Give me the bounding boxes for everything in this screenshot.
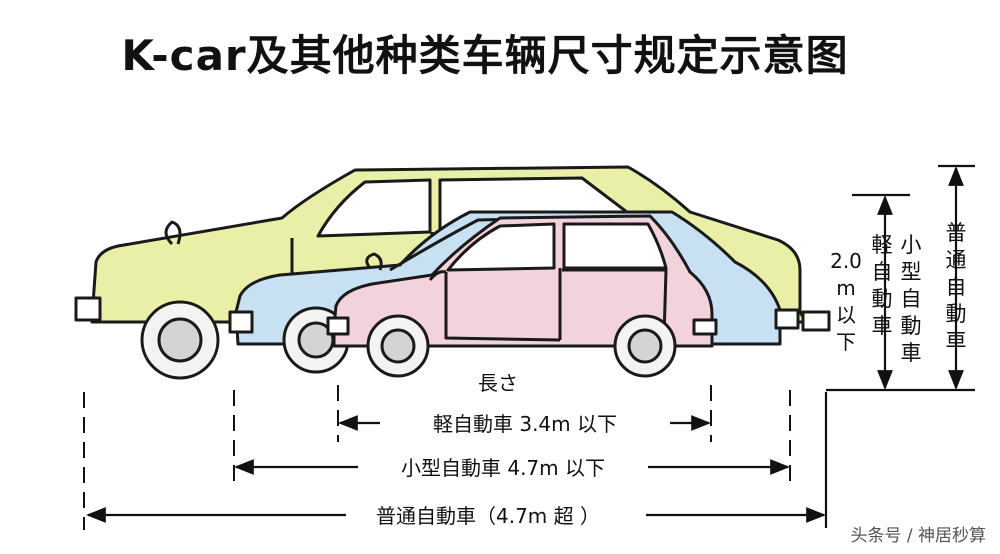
kei-car-window-front xyxy=(446,222,556,272)
height-small-glyph: 小 xyxy=(901,233,922,257)
height-ordinary-glyph: 普 xyxy=(946,221,967,245)
height-kei-glyph: 軽 xyxy=(872,233,893,257)
kei-car-rear-wheel xyxy=(613,314,677,378)
length-ordinary-dimension: 普通自動車（4.7m 超 ） xyxy=(83,392,828,530)
height-ordinary-label: 普通自動車 xyxy=(946,221,967,353)
length-small-dimension: 小型自動車 4.7m 以下 xyxy=(233,390,791,482)
kei-car-rear-bumper xyxy=(692,318,718,336)
height-value_label-glyph: 2.0 xyxy=(830,249,862,273)
height-kei-glyph: 動 xyxy=(872,287,893,311)
height-small-glyph: 型 xyxy=(901,260,922,284)
ordinary-car-front-bumper xyxy=(74,296,102,322)
page-title: K-car及其他种类车辆尺寸规定示意图 xyxy=(121,31,849,80)
kei-car-mirror xyxy=(428,270,447,281)
height-ordinary-glyph: 通 xyxy=(946,248,967,272)
kei-car-illustration xyxy=(326,214,718,378)
length-ordinary-label: 普通自動車（4.7m 超 ） xyxy=(376,504,600,528)
length-kei-label: 軽自動車 3.4m 以下 xyxy=(433,412,617,436)
height-value_label-glyph: 下 xyxy=(836,330,856,354)
watermark: 头条号 / 神居秒算 xyxy=(850,526,986,546)
small-car-mirror xyxy=(365,252,383,271)
kei-car-window-rear xyxy=(562,222,668,270)
height-small-glyph: 自 xyxy=(901,287,922,311)
kei-car-front-wheel xyxy=(366,314,430,378)
height-small-glyph: 車 xyxy=(901,341,922,365)
height-value_label-glyph: m xyxy=(836,276,855,300)
kei-car-door-lines xyxy=(444,268,668,342)
height-ordinary-glyph: 動 xyxy=(946,302,967,326)
height-ordinary-glyph: 自 xyxy=(946,275,967,299)
height-value-label: 2.0 m以下 xyxy=(830,249,862,354)
length-small-label: 小型自動車 4.7m 以下 xyxy=(401,456,605,480)
ordinary-car-front-wheel xyxy=(140,300,220,380)
height-value_label-glyph: 以 xyxy=(836,303,856,327)
height-ordinary-glyph: 車 xyxy=(946,329,967,353)
length-heading: 長さ xyxy=(478,371,518,395)
ordinary-car-rear-bumper xyxy=(801,310,831,332)
height-kei-label: 軽自動車 xyxy=(872,233,893,338)
ordinary-car-window-front xyxy=(316,178,432,238)
ordinary-car-mirror xyxy=(164,220,182,246)
height-small-label: 小型自動車 xyxy=(901,233,922,365)
kei-car-front-bumper xyxy=(326,316,350,336)
height-kei-glyph: 自 xyxy=(872,260,893,284)
small-car-rear-bumper xyxy=(774,308,800,330)
height-kei-glyph: 車 xyxy=(872,314,893,338)
length-kei-dimension: 軽自動車 3.4m 以下 xyxy=(337,385,712,442)
height-small-glyph: 動 xyxy=(901,314,922,338)
small-car-roofline xyxy=(389,216,561,272)
small-car-front-bumper xyxy=(228,310,254,334)
